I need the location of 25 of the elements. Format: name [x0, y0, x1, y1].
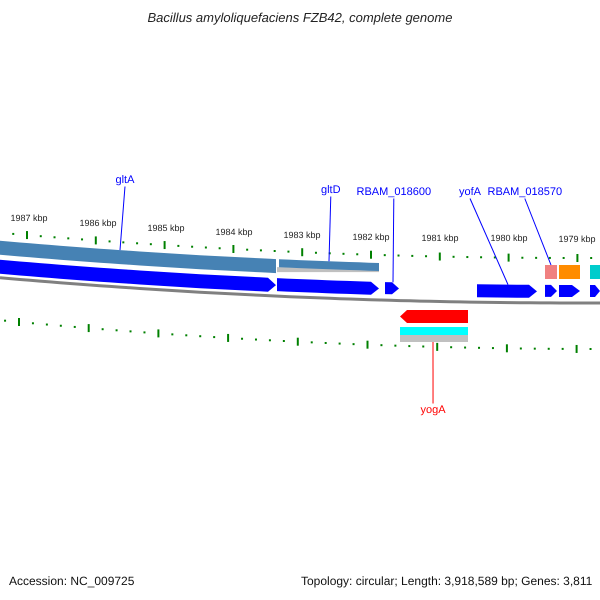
leader-line [432, 342, 434, 404]
gene-label: RBAM_018600 [356, 186, 432, 198]
leader-line [328, 196, 332, 262]
footer-text: Accession: NC_009725 [9, 575, 134, 587]
gene-feature [0, 240, 276, 274]
gene-feature [545, 265, 557, 279]
scale-label: 1980 kbp [490, 234, 528, 242]
gene-label: gltA [116, 174, 134, 186]
scale-label: 1981 kbp [422, 234, 459, 242]
gene-label: RBAM_018570 [488, 186, 562, 198]
gene-label: yofA [459, 186, 482, 198]
gene-feature [279, 259, 379, 271]
gene-feature [385, 282, 399, 294]
title: Bacillus amyloliquefaciens FZB42, complete genome [148, 11, 452, 24]
leader-line [470, 198, 508, 286]
leader-line [392, 198, 394, 283]
gene-feature [400, 327, 468, 342]
leader-line [524, 198, 552, 266]
gene-label: yogA [420, 404, 446, 416]
gene-feature [477, 284, 537, 298]
scale-label: 1986 kbp [80, 218, 117, 228]
leader-line [120, 186, 126, 251]
footer-text: Topology: circular; Length: 3,918,589 bp; Genes: 3,811 [301, 575, 592, 587]
scale-label: 1983 kbp [284, 230, 321, 240]
gene-label: gltD [321, 184, 341, 196]
